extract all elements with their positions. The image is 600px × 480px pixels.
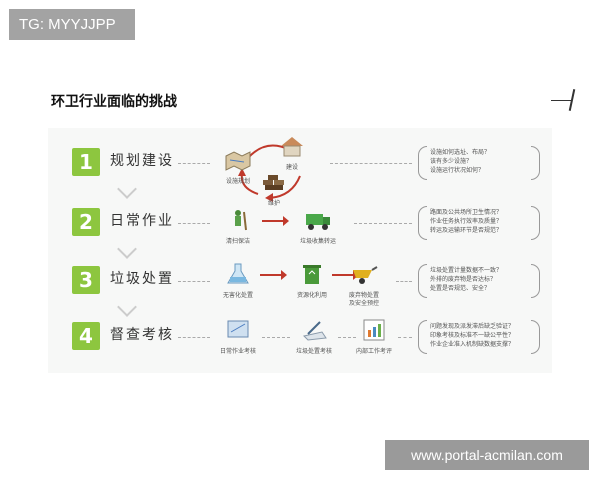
bracket-right <box>531 264 540 298</box>
wheelbarrow-icon <box>353 266 378 284</box>
stage-caption: 垃圾收集转运 <box>299 238 336 245</box>
challenge-row-disposal: 3 垃圾处置 无害化处置 资源化利用 废弃物处置 及安全预控 垃圾处置计量数据不… <box>48 262 552 307</box>
stage-planning: 设施规划 <box>208 148 268 186</box>
question-text: 该有多少设施？ <box>430 158 473 165</box>
question-lines: 问题发现及派发滞后缺乏验证？ 印象考核及标准不一缺公平性？ 作业企业准入机制缺数… <box>430 322 514 349</box>
house-icon <box>281 137 303 157</box>
flow-arrow <box>262 216 289 226</box>
report-chart-icon <box>363 319 385 341</box>
bracket-left <box>418 264 427 298</box>
connector-dash <box>396 281 412 282</box>
stage-harmless: 无害化处置 <box>208 262 268 300</box>
bracket-left <box>418 320 427 354</box>
question-box: 路面及公共场所卫生情况？ 作业任务执行效率及质量？ 转运及运输环节是否规范？ <box>418 206 540 240</box>
step-label: 规划建设 <box>110 153 174 169</box>
stage-caption: 清扫保洁 <box>225 238 250 245</box>
stage-caption: 垃圾处置考核 <box>295 348 332 355</box>
question-text: 印象考核及标准不一缺公平性？ <box>430 332 515 339</box>
question-text: 作业企业准入机制缺数据支撑？ <box>430 341 515 348</box>
stage-recycling: 资源化利用 <box>282 262 342 300</box>
connector-dash <box>178 163 210 164</box>
connector-dash <box>338 337 356 338</box>
step-number: 3 <box>72 266 100 294</box>
step-label: 督查考核 <box>110 327 174 343</box>
site-watermark: www.portal-acmilan.com <box>385 440 589 470</box>
challenge-row-planning: 1 规划建设 设施规划 建设 维护 设施如何选址、布局？ <box>48 137 552 207</box>
flow-arrow <box>260 270 287 280</box>
stage-transfer: 垃圾收集转运 <box>288 208 348 246</box>
garbage-truck-icon <box>306 214 330 230</box>
stage-caption: 维护 <box>267 200 280 207</box>
question-text: 作业任务执行效率及质量？ <box>430 218 503 225</box>
map-check-icon <box>227 320 249 338</box>
question-text: 路面及公共场所卫生情况？ <box>430 209 503 216</box>
stage-caption: 建设 <box>285 164 298 171</box>
stage-caption: 设施规划 <box>225 178 250 185</box>
stage-cleaning: 清扫保洁 <box>208 208 268 246</box>
stage-caption: 日常作业考核 <box>219 348 256 355</box>
corner-decoration-line <box>551 100 571 101</box>
flask-icon <box>227 263 249 284</box>
stage-disposal-assessment: 垃圾处置考核 <box>284 318 344 356</box>
connector-dash <box>398 337 412 338</box>
question-box: 垃圾处置计量数据不一致？ 外排的废弃物是否达标？ 处置是否规范、安全？ <box>418 264 540 298</box>
connector-dash <box>354 223 412 224</box>
bracket-left <box>418 206 427 240</box>
step-number: 4 <box>72 322 100 350</box>
stage-maintain: 维护 <box>244 170 304 208</box>
sweeper-icon <box>235 210 247 231</box>
challenge-row-supervision: 4 督查考核 日常作业考核 垃圾处置考核 内部工作考评 问题发现及派发滞后缺乏验… <box>48 318 552 358</box>
question-box: 问题发现及派发滞后缺乏验证？ 印象考核及标准不一缺公平性？ 作业企业准入机制缺数… <box>418 320 540 354</box>
bricks-icon <box>263 175 284 190</box>
stage-caption: 内部工作考评 <box>355 348 392 355</box>
connector-dash <box>178 223 210 224</box>
stage-build: 建设 <box>262 134 322 172</box>
question-text: 问题发现及派发滞后缺乏验证？ <box>430 323 515 330</box>
question-lines: 路面及公共场所卫生情况？ 作业任务执行效率及质量？ 转运及运输环节是否规范？ <box>430 208 502 235</box>
step-number: 1 <box>72 148 100 176</box>
channel-badge: TG: MYYJJPP <box>9 9 135 40</box>
question-text: 设施如何选址、布局？ <box>430 149 491 156</box>
challenges-diagram: 1 规划建设 设施规划 建设 维护 设施如何选址、布局？ <box>48 128 552 373</box>
question-text: 垃圾处置计量数据不一致？ <box>430 267 503 274</box>
stage-waste-control: 废弃物处置 及安全预控 <box>334 262 394 308</box>
bracket-right <box>531 206 540 240</box>
page-title: 环卫行业面临的挑战 <box>51 94 177 110</box>
stage-caption: 废弃物处置 及安全预控 <box>348 292 379 307</box>
question-text: 设施运行状况如何？ <box>430 167 485 174</box>
recycle-bin-icon <box>303 265 321 284</box>
challenge-row-operations: 2 日常作业 清扫保洁 垃圾收集转运 路面及公共场所卫生情况？ 作业任务执行效率… <box>48 204 552 246</box>
connector-dash <box>330 163 412 164</box>
bracket-right <box>531 146 540 180</box>
bracket-left <box>418 146 427 180</box>
stage-internal-review: 内部工作考评 <box>344 318 404 356</box>
question-text: 外排的废弃物是否达标？ <box>430 276 497 283</box>
connector-dash <box>178 337 210 338</box>
question-text: 转运及运输环节是否规范？ <box>430 227 503 234</box>
question-box: 设施如何选址、布局？ 该有多少设施？ 设施运行状况如何？ <box>418 146 540 180</box>
connector-dash <box>262 337 290 338</box>
question-text: 处置是否规范、安全？ <box>430 285 491 292</box>
map-icon <box>225 151 251 171</box>
question-lines: 垃圾处置计量数据不一致？ 外排的废弃物是否达标？ 处置是否规范、安全？ <box>430 266 502 293</box>
connector-dash <box>178 281 210 282</box>
step-number: 2 <box>72 208 100 236</box>
step-label: 日常作业 <box>110 213 174 229</box>
question-lines: 设施如何选址、布局？ 该有多少设施？ 设施运行状况如何？ <box>430 148 490 175</box>
document-pen-icon <box>303 321 327 341</box>
stage-daily-assessment: 日常作业考核 <box>208 318 268 356</box>
stage-caption: 无害化处置 <box>222 292 253 299</box>
step-label: 垃圾处置 <box>110 271 174 287</box>
bracket-right <box>531 320 540 354</box>
stage-caption: 资源化利用 <box>296 292 327 299</box>
